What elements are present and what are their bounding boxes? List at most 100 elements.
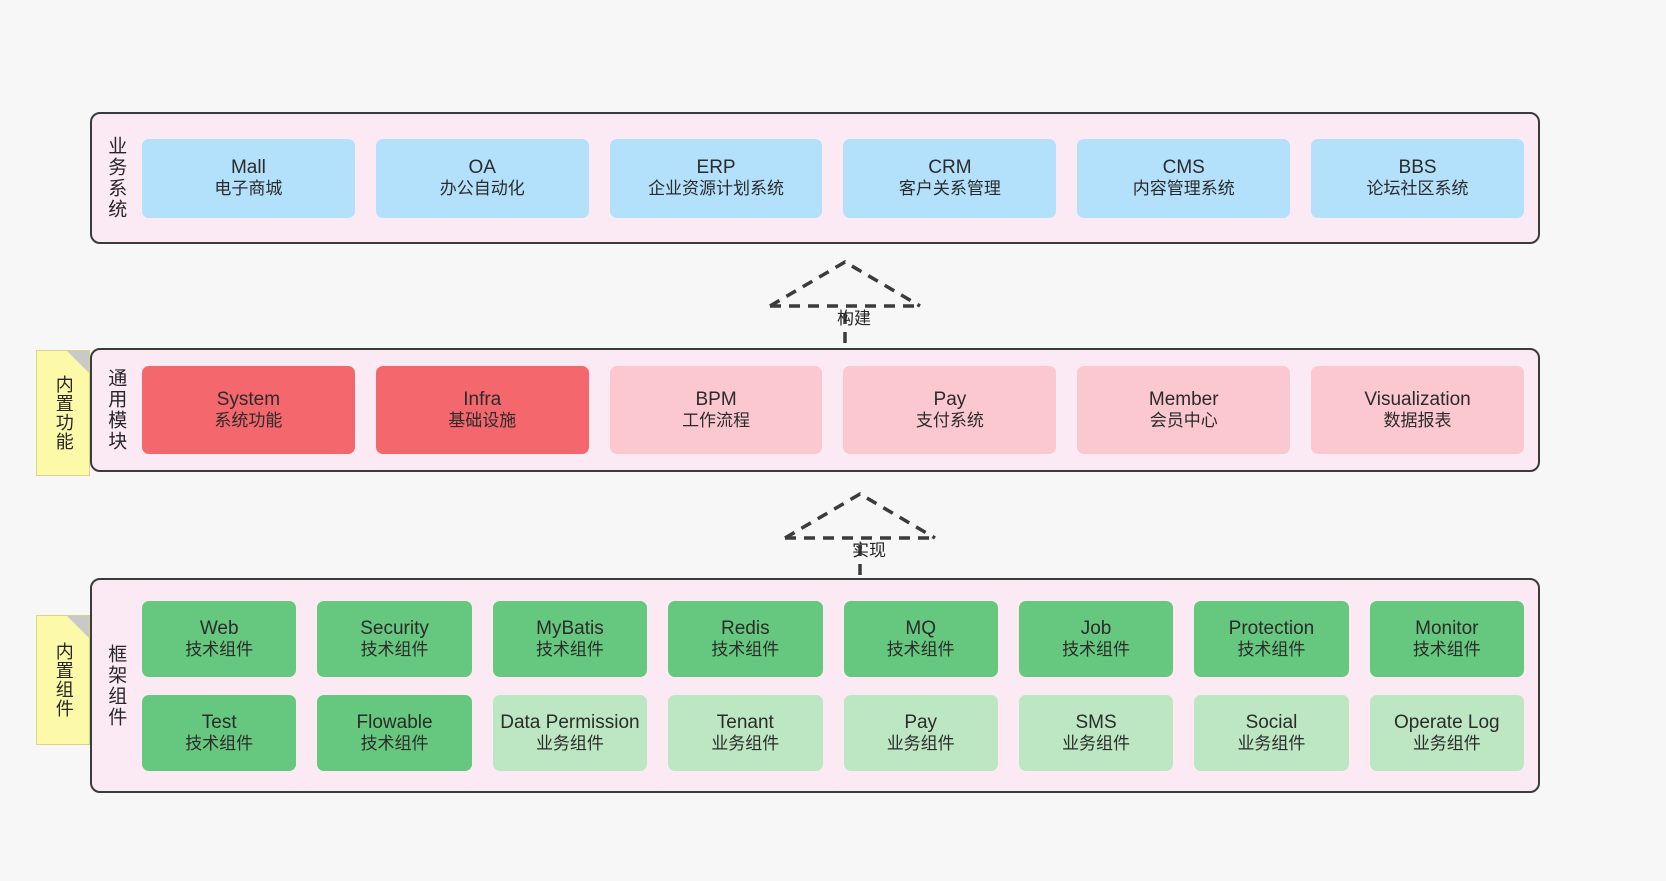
card-oa[interactable]: OA 办公自动化 <box>375 138 589 218</box>
card-web[interactable]: Web 技术组件 <box>142 600 297 677</box>
card-pay[interactable]: Pay 支付系统 <box>843 366 1057 454</box>
card-crm[interactable]: CRM 客户关系管理 <box>843 138 1057 218</box>
connector-arrowhead <box>784 491 936 540</box>
card-title: Test <box>201 711 237 733</box>
card-subtitle: 技术组件 <box>1062 639 1131 659</box>
card-subtitle: 业务组件 <box>886 733 955 753</box>
card-title: Pay <box>933 389 967 411</box>
card-system[interactable]: System 系统功能 <box>142 366 355 454</box>
card-title: Data Permission <box>500 711 640 733</box>
card-title: BPM <box>695 389 737 411</box>
card-subtitle: 企业资源计划系统 <box>648 179 785 199</box>
card-subtitle: 技术组件 <box>360 639 429 659</box>
card-subtitle: 工作流程 <box>682 411 751 431</box>
layer-business-system: 业务系统 Mall 电子商城 OA 办公自动化 ERP 企业资源计划系统 CRM… <box>90 112 1540 244</box>
layer-title-framework-component: 框架组件 <box>105 643 127 728</box>
card-title: Security <box>360 617 429 639</box>
card-subtitle: 业务组件 <box>1062 733 1131 753</box>
card-area-framework-component: Web 技术组件 Security 技术组件 MyBatis 技术组件 Redi… <box>138 580 1538 791</box>
card-title: Social <box>1245 711 1298 733</box>
card-area-business-system: Mall 电子商城 OA 办公自动化 ERP 企业资源计划系统 CRM 客户关系… <box>138 114 1538 242</box>
card-title: MQ <box>905 617 936 639</box>
card-subtitle: 业务组件 <box>1237 733 1306 753</box>
connector-label: 构建 <box>837 309 871 328</box>
card-subtitle: 技术组件 <box>886 639 955 659</box>
card-title: Monitor <box>1415 617 1479 639</box>
card-mybatis[interactable]: MyBatis 技术组件 <box>492 600 648 677</box>
layer-common-module: 通用模块 System 系统功能 Infra 基础设施 BPM 工作流程 Pay… <box>90 348 1540 472</box>
card-subtitle: 业务组件 <box>535 733 604 753</box>
card-member[interactable]: Member 会员中心 <box>1077 366 1291 454</box>
note-builtin-component: 内置组件 <box>36 615 90 745</box>
card-security[interactable]: Security 技术组件 <box>317 600 472 677</box>
layer-title-business-system: 业务系统 <box>105 136 127 220</box>
card-title: Web <box>199 617 239 639</box>
note-builtin-feature: 内置功能 <box>36 350 90 476</box>
note-label: 内置功能 <box>53 375 74 451</box>
card-test[interactable]: Test 技术组件 <box>142 694 297 771</box>
note-label: 内置组件 <box>53 642 74 718</box>
card-subtitle: 技术组件 <box>185 733 254 753</box>
card-erp[interactable]: ERP 企业资源计划系统 <box>609 138 823 218</box>
card-row: Web 技术组件 Security 技术组件 MyBatis 技术组件 Redi… <box>142 600 1524 677</box>
card-subtitle: 基础设施 <box>448 411 517 431</box>
card-title: System <box>216 389 281 411</box>
card-row: Test 技术组件 Flowable 技术组件 Data Permission … <box>142 694 1524 771</box>
card-title: CMS <box>1162 157 1205 179</box>
card-subtitle: 技术组件 <box>535 639 604 659</box>
card-area-common-module: System 系统功能 Infra 基础设施 BPM 工作流程 Pay 支付系统… <box>138 350 1538 470</box>
card-subtitle: 论坛社区系统 <box>1366 179 1469 199</box>
card-subtitle: 技术组件 <box>185 639 254 659</box>
card-mq[interactable]: MQ 技术组件 <box>843 600 998 677</box>
card-subtitle: 办公自动化 <box>439 179 525 199</box>
connector-build: 构建 <box>760 258 930 362</box>
card-tenant[interactable]: Tenant 业务组件 <box>668 694 823 771</box>
card-sms[interactable]: SMS 业务组件 <box>1018 694 1174 771</box>
card-title: Tenant <box>716 711 774 733</box>
card-subtitle: 系统功能 <box>214 411 283 431</box>
card-title: Member <box>1148 389 1219 411</box>
card-subtitle: 客户关系管理 <box>898 179 1001 199</box>
card-title: MyBatis <box>536 617 604 639</box>
card-operate-log[interactable]: Operate Log 业务组件 <box>1369 694 1524 771</box>
card-title: Redis <box>721 617 770 639</box>
card-subtitle: 支付系统 <box>915 411 984 431</box>
card-title: Pay <box>904 711 938 733</box>
card-title: SMS <box>1075 711 1117 733</box>
card-subtitle: 业务组件 <box>711 733 780 753</box>
card-subtitle: 业务组件 <box>1412 733 1481 753</box>
card-subtitle: 会员中心 <box>1149 411 1218 431</box>
card-pay-business[interactable]: Pay 业务组件 <box>843 694 998 771</box>
card-protection[interactable]: Protection 技术组件 <box>1194 600 1349 677</box>
card-data-permission[interactable]: Data Permission 业务组件 <box>492 694 648 771</box>
layer-framework-component: 框架组件 Web 技术组件 Security 技术组件 MyBatis 技术组件… <box>90 578 1540 793</box>
card-bbs[interactable]: BBS 论坛社区系统 <box>1311 138 1524 218</box>
card-title: Operate Log <box>1393 711 1500 733</box>
card-subtitle: 技术组件 <box>1237 639 1306 659</box>
card-flowable[interactable]: Flowable 技术组件 <box>317 694 472 771</box>
card-bpm[interactable]: BPM 工作流程 <box>609 366 823 454</box>
card-redis[interactable]: Redis 技术组件 <box>668 600 823 677</box>
card-title: Job <box>1080 617 1112 639</box>
card-title: Visualization <box>1364 389 1471 411</box>
card-title: Protection <box>1228 617 1315 639</box>
card-monitor[interactable]: Monitor 技术组件 <box>1369 600 1524 677</box>
card-row: Mall 电子商城 OA 办公自动化 ERP 企业资源计划系统 CRM 客户关系… <box>142 138 1524 218</box>
card-row: System 系统功能 Infra 基础设施 BPM 工作流程 Pay 支付系统… <box>142 366 1524 454</box>
card-cms[interactable]: CMS 内容管理系统 <box>1077 138 1291 218</box>
connector-implement: 实现 <box>775 490 945 594</box>
card-infra[interactable]: Infra 基础设施 <box>375 366 589 454</box>
card-job[interactable]: Job 技术组件 <box>1018 600 1174 677</box>
connector-arrowhead <box>769 259 921 308</box>
card-title: OA <box>468 157 496 179</box>
card-mall[interactable]: Mall 电子商城 <box>142 138 355 218</box>
card-subtitle: 数据报表 <box>1383 411 1452 431</box>
card-social[interactable]: Social 业务组件 <box>1194 694 1349 771</box>
layer-title-common-module: 通用模块 <box>105 368 127 452</box>
card-title: Mall <box>230 157 266 179</box>
card-visualization[interactable]: Visualization 数据报表 <box>1311 366 1524 454</box>
card-title: ERP <box>696 157 736 179</box>
card-title: BBS <box>1398 157 1437 179</box>
card-title: CRM <box>928 157 972 179</box>
